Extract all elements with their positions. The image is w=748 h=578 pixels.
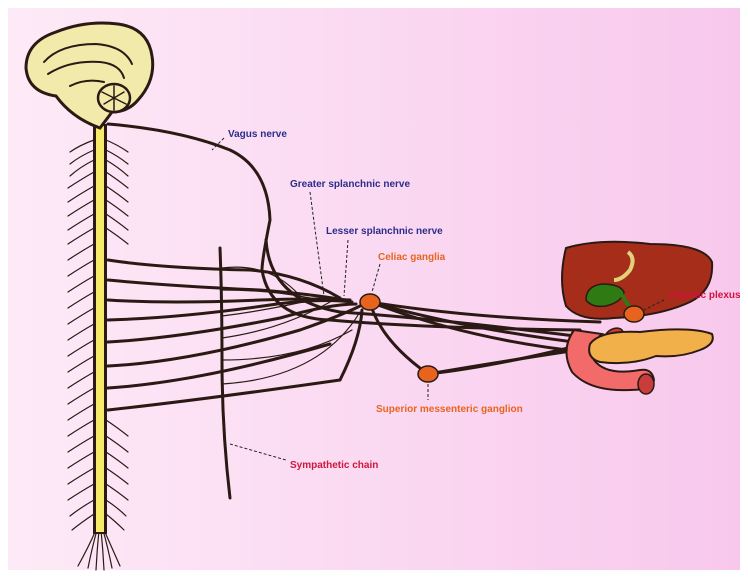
label-celiac-ganglia: Celiac ganglia bbox=[378, 252, 446, 263]
label-hepatic-plexus: Hepatic plexus bbox=[670, 290, 741, 301]
label-sympathetic-chain: Sympathetic chain bbox=[290, 460, 378, 471]
label-greater-splanchnic: Greater splanchnic nerve bbox=[290, 179, 410, 190]
spinal-cord-body bbox=[96, 126, 104, 532]
label-vagus-nerve: Vagus nerve bbox=[228, 129, 287, 140]
superior-mesenteric-ganglion bbox=[418, 366, 438, 382]
label-lesser-splanchnic: Lesser splanchnic nerve bbox=[326, 226, 443, 237]
duodenum-opening bbox=[638, 374, 654, 394]
label-superior-mesenteric: Superior messenteric ganglion bbox=[376, 404, 523, 415]
celiac-ganglion bbox=[360, 294, 380, 310]
hepatic-plexus-node bbox=[624, 306, 644, 322]
